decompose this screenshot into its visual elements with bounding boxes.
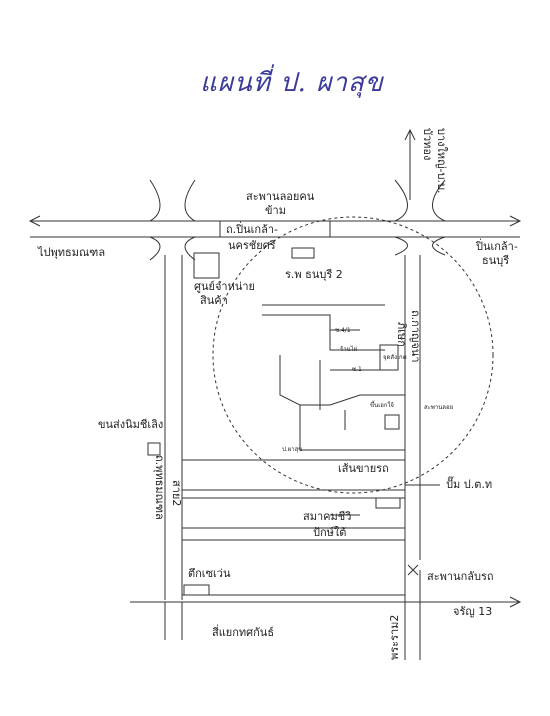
to-pinklao-label: ปิ่นเกล้า- (476, 240, 518, 253)
tiny-label-6: ป.ผาสุข (282, 446, 303, 453)
to-bangyai-label: บางใหญ่-บ.บ. (435, 128, 448, 194)
soi-2 (262, 314, 385, 351)
seven-building (183, 584, 210, 596)
left-interchange-ramp-nw (149, 179, 161, 222)
to-phutthamonthon-label: ไปพุทธมณฑล (38, 246, 106, 259)
left-interchange-ramp-se (184, 236, 196, 261)
sai2-label: สาย2 (170, 480, 183, 507)
u-turn-label: สะพานกลับรถ (427, 570, 494, 583)
phra-ram2-label: พระราม2 (388, 614, 401, 660)
left-interchange-ramp-sw (149, 236, 161, 261)
to-pinklao-label-2: ธนบุรี (482, 254, 510, 267)
u-turn-cross-b (407, 564, 419, 576)
soi-6 (300, 394, 405, 406)
radius-circle (212, 216, 494, 494)
road-phutthamonthon-label: ถ.พุทธมณฑล (153, 455, 166, 520)
dist-center-label: ศูนย์จำหน่าย (194, 280, 255, 293)
dist-center-building (193, 252, 220, 279)
assoc-label: สมาคมชีวิ (303, 510, 352, 523)
hospital-label: ร.พ ธนบุรี 2 (285, 268, 343, 281)
dist-center-label-2: สินค้า (200, 294, 228, 307)
gas-station-label: ปั๊ม ป.ต.ท (446, 478, 493, 491)
skywalk-box (219, 220, 331, 238)
tiny-label-2: ร้านไผ่ (340, 346, 358, 353)
tiny-label-7: ซ.1 (352, 366, 362, 373)
arrow-north-icon (404, 128, 416, 141)
right-interchange-ramp-se (432, 236, 446, 256)
road-kanchana-label: ถ.กาญจนา (409, 310, 422, 363)
tiny-label-1: ซ.4/1 (335, 327, 351, 334)
road-pinklao-label: ถ.ปิ่นเกล้า- (226, 223, 278, 236)
skywalk-label: สะพานลอยคน (246, 190, 315, 203)
block-row-3 (181, 539, 406, 596)
arrow-east-bottom-icon (509, 596, 522, 608)
charan-label: จรัญ 13 (453, 605, 493, 618)
arrow-east-icon (509, 215, 522, 227)
tiny-label-4: ขึ้นเอกใจ้ (370, 402, 394, 409)
kanom-building (147, 442, 161, 456)
right-interchange-ramp-ne (432, 179, 446, 222)
right-interchange-ramp-sw (394, 236, 408, 256)
tiny-label-5: สะพานลอย (424, 404, 454, 411)
junction-label: สี่แยกทศกันธ์ (212, 626, 275, 639)
house-building (384, 414, 400, 430)
map-title: แผนที่ ป. ผาสุข (200, 68, 384, 98)
left-interchange-ramp-ne (184, 179, 196, 222)
assoc-label-2: ปักษ์ใต้ (313, 526, 347, 539)
landmark-building (379, 344, 399, 371)
arrow-west-icon (28, 215, 41, 227)
right-interchange-ramp-nw (394, 179, 408, 222)
kanom-label: ขนส่งนิมชีเลิง (98, 418, 164, 431)
gas-station-building (375, 497, 401, 509)
seven-label: ตึกเซเว่น (188, 567, 231, 580)
road-pinklao-label-2: นครชัยศรี (228, 239, 276, 252)
hospital-building (291, 247, 315, 259)
block-row-2 (181, 497, 406, 529)
block-row-1 (181, 459, 406, 491)
to-bangyai-label-2: บัวทอง (421, 128, 434, 161)
road-kanchana-label-2: ภิเษก (395, 322, 408, 347)
skywalk-label-2: ข้าม (265, 204, 286, 217)
dashed-road-label: เส้นขายรถ (338, 462, 389, 475)
tiny-label-3: จุดสังเกต (383, 354, 407, 361)
